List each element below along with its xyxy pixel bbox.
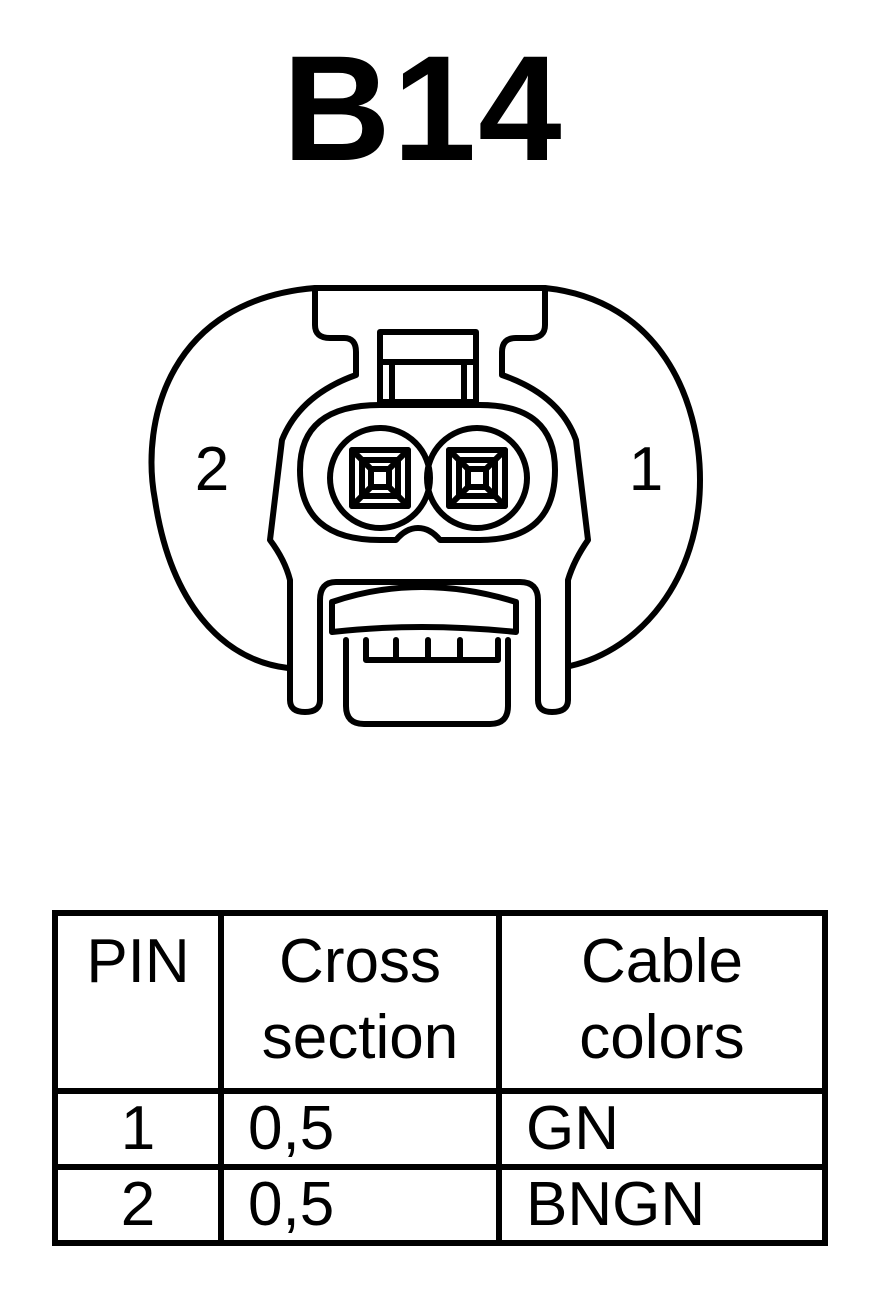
- cell-pin: 2: [52, 1164, 224, 1246]
- pin-2-socket: [327, 425, 433, 531]
- table-row: 2 0,5 BNGN: [52, 1164, 828, 1246]
- header-cable-colors-line1: Cable: [581, 927, 743, 996]
- inner-cavity-outline: [297, 402, 558, 543]
- bottom-key: [343, 637, 511, 727]
- pin-assignment-table: PIN Cross section Cable colors 1 0,5 GN …: [52, 910, 828, 1246]
- key-teeth: [363, 637, 501, 663]
- pin-label-1: 1: [629, 435, 663, 504]
- pin-1-socket: [424, 425, 530, 531]
- header-cable-colors-line2: colors: [579, 1003, 745, 1072]
- header-cross-section: Cross section: [218, 910, 502, 1094]
- connector-housing-outline: [148, 285, 703, 671]
- pin-1-terminal: [446, 447, 508, 509]
- header-cross-section-line2: section: [261, 1003, 459, 1072]
- header-pin: PIN: [52, 910, 224, 1094]
- table-row: 1 0,5 GN: [52, 1088, 828, 1170]
- table-header-row: PIN Cross section Cable colors: [52, 910, 828, 1094]
- header-cross-section-line1: Cross: [279, 927, 441, 996]
- pin-2-terminal: [349, 447, 411, 509]
- cell-cross-section: 0,5: [218, 1164, 502, 1246]
- connector-face-diagram: 2 1: [148, 285, 703, 727]
- cell-cross-section: 0,5: [218, 1088, 502, 1170]
- header-pin-label: PIN: [86, 927, 190, 996]
- latch-frame: [267, 285, 591, 715]
- pin-label-2: 2: [195, 435, 229, 504]
- cell-cable-color: GN: [496, 1088, 828, 1170]
- header-cable-colors: Cable colors: [496, 910, 828, 1094]
- cell-cable-color: BNGN: [496, 1164, 828, 1246]
- bottom-lock-arch: [329, 584, 519, 635]
- cell-pin: 1: [52, 1088, 224, 1170]
- connector-title: B14: [282, 24, 564, 192]
